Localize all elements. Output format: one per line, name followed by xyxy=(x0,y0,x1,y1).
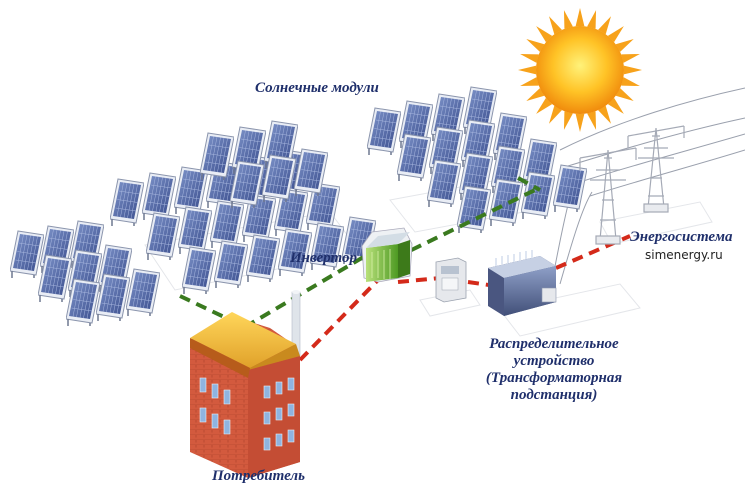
sun-ray xyxy=(607,97,624,114)
distribution-label-line2: устройство xyxy=(513,353,595,369)
inverter-label: Инвертор xyxy=(290,250,357,266)
grid-label: Энергосистема xyxy=(630,229,733,245)
sun-disc xyxy=(536,26,624,114)
sun-ray xyxy=(549,105,562,124)
sun-ray xyxy=(587,111,597,130)
sun-ray xyxy=(621,53,640,63)
sun-ray xyxy=(526,88,545,101)
meter-icon xyxy=(435,257,467,303)
sun-ray xyxy=(598,16,611,35)
solar-panel-icon xyxy=(182,246,216,294)
sun-ray xyxy=(598,105,611,124)
consumer-label: Потребитель xyxy=(212,468,305,484)
solar-modules-label: Солнечные модули xyxy=(255,80,379,96)
sun-ray xyxy=(549,16,562,35)
sun-ray xyxy=(575,8,585,27)
distribution-label: Распределительное устройство (Трансформа… xyxy=(474,336,634,404)
sun-ray xyxy=(518,65,537,75)
inverter-icon xyxy=(361,227,413,283)
sun-icon xyxy=(518,8,642,132)
sun-ray xyxy=(526,39,545,52)
transformer-icon xyxy=(488,250,557,316)
distribution-label-line3: (Трансформаторная xyxy=(485,370,623,386)
solar-panel-icon xyxy=(553,164,587,212)
sun-ray xyxy=(621,77,640,87)
sun-ray xyxy=(520,77,539,87)
solar-panel-icon xyxy=(126,268,160,316)
sun-ray xyxy=(520,53,539,63)
watermark: simenergy.ru xyxy=(645,248,723,262)
sun-ray xyxy=(536,97,553,114)
power-tower-icon xyxy=(627,125,685,213)
sun-ray xyxy=(615,88,634,101)
sun-ray xyxy=(563,111,573,130)
building-icon xyxy=(190,290,301,478)
sun-ray xyxy=(607,26,624,43)
sun-ray xyxy=(536,26,553,43)
solar-panel-icon xyxy=(214,240,248,288)
solar-panel-icon xyxy=(146,212,180,260)
solar-panel-icon xyxy=(110,178,144,226)
solar-panel-icon xyxy=(246,234,280,282)
sun-ray xyxy=(615,39,634,52)
solar-panel-icon xyxy=(367,107,401,155)
distribution-label-line4: подстанция) xyxy=(510,387,598,403)
sun-ray xyxy=(587,10,597,29)
sun-ray xyxy=(575,113,585,132)
sun-ray xyxy=(563,10,573,29)
solar-panel-icon xyxy=(10,230,44,278)
distribution-label-line1: Распределительное xyxy=(489,336,619,352)
power-tower-icon xyxy=(579,147,637,245)
sun-ray xyxy=(623,65,642,75)
